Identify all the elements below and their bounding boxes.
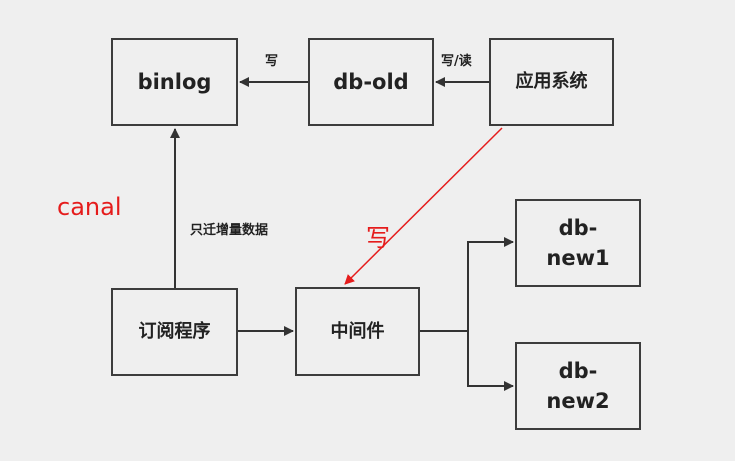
node-db-new2-line1: db-: [558, 359, 598, 383]
label-app-to-middleware: 写: [366, 224, 390, 252]
label-canal: canal: [57, 193, 122, 221]
node-app-system-label: 应用系统: [515, 71, 588, 92]
label-app-to-dbold: 写/读: [441, 54, 472, 69]
node-db-old-label: db-old: [333, 70, 409, 94]
node-db-new1-line1: db-: [558, 216, 598, 240]
node-db-new2-line2: new2: [546, 389, 610, 413]
label-subscriber-to-binlog: 只迁增量数据: [190, 223, 269, 238]
node-db-new1: db- new1: [515, 199, 641, 287]
node-middleware: 中间件: [295, 287, 420, 376]
node-subscriber-label: 订阅程序: [138, 321, 211, 342]
node-binlog-label: binlog: [137, 70, 212, 94]
node-db-old: db-old: [308, 38, 434, 126]
node-middleware-label: 中间件: [330, 320, 385, 342]
node-db-new1-line2: new1: [546, 246, 610, 270]
edge-app-to-middleware: [344, 127, 503, 285]
node-db-new2: db- new2: [515, 342, 641, 430]
node-binlog: binlog: [111, 38, 238, 126]
node-subscriber: 订阅程序: [111, 288, 238, 376]
label-dbold-to-binlog: 写: [265, 54, 279, 69]
node-app-system: 应用系统: [489, 38, 614, 126]
